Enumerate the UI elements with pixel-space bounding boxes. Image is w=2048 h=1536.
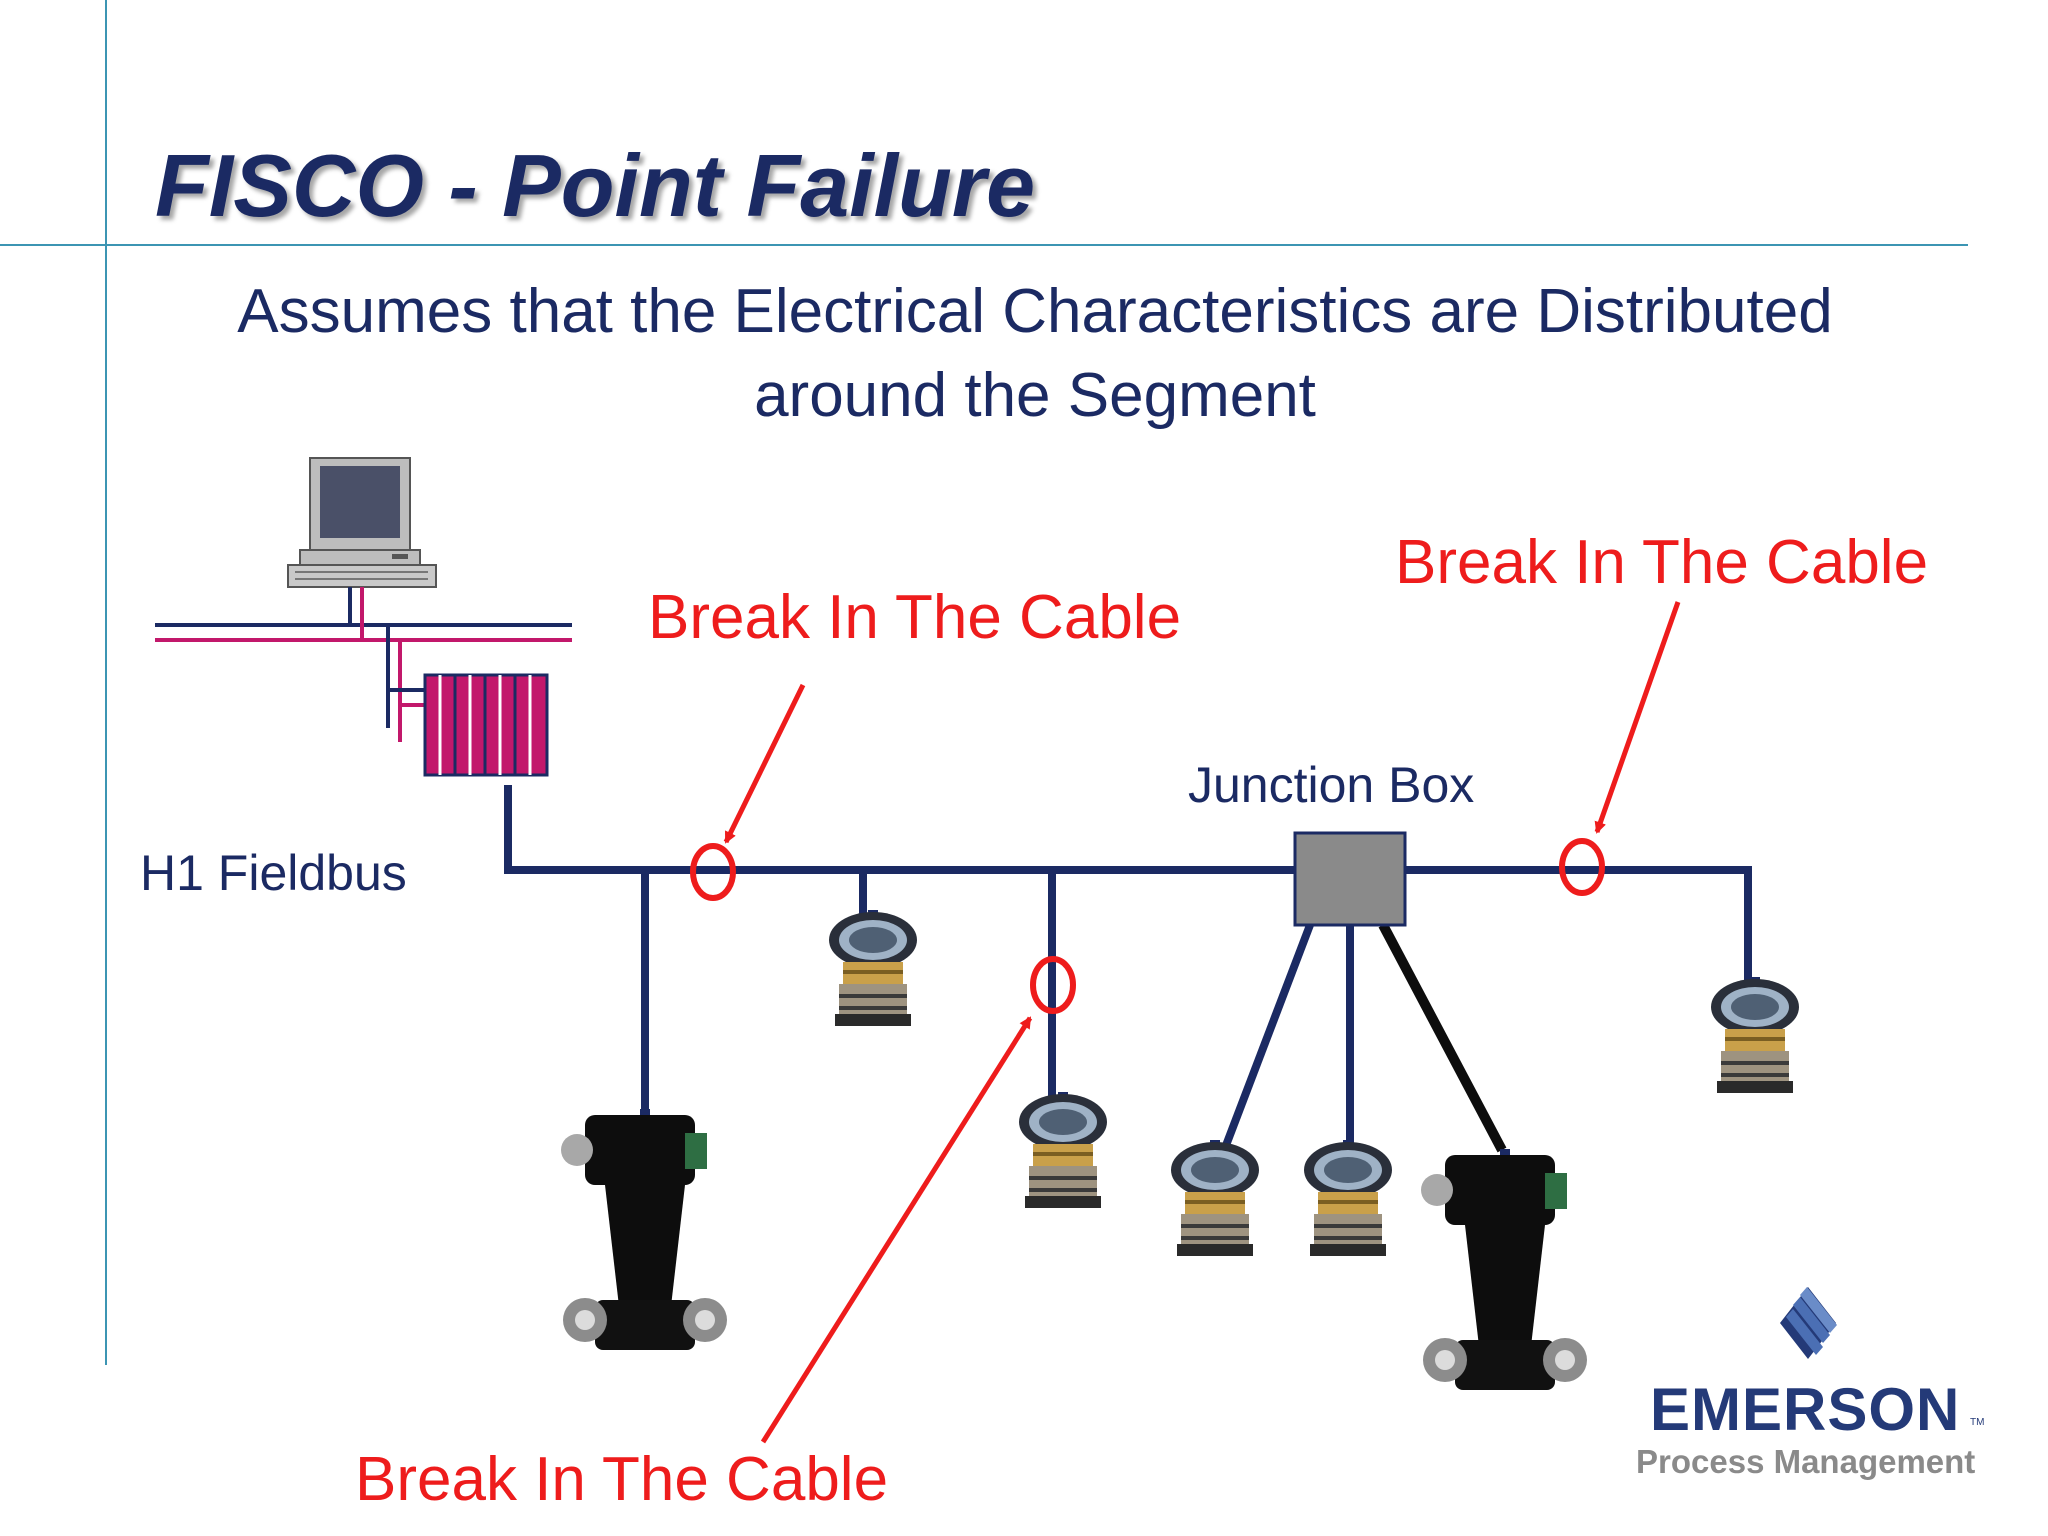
transmitter-5	[1711, 977, 1799, 1093]
emerson-logo: EMERSON TM Process Management	[1630, 1285, 1990, 1485]
control-highway	[155, 587, 572, 742]
junction-box-label: Junction Box	[1188, 757, 1474, 813]
emerson-logo-trademark: TM	[1970, 1417, 1985, 1428]
break-label-1: Break In The Cable	[648, 583, 1181, 652]
computer-icon	[287, 457, 437, 588]
break-arrow-1	[723, 683, 806, 844]
guide-line-vertical	[105, 0, 107, 1365]
control-valve-1	[561, 1109, 727, 1350]
subtitle-line-2: around the Segment	[754, 361, 1316, 430]
subtitle-line-1: Assumes that the Electrical Characterist…	[237, 277, 1833, 346]
fieldbus-trunk	[504, 785, 1752, 1150]
slide-title: FISCO - Point Failure	[155, 136, 1036, 235]
guide-line-horizontal	[0, 244, 1968, 246]
transmitter-3	[1171, 1140, 1259, 1256]
emerson-logo-division: Process Management	[1636, 1443, 1976, 1480]
break-marker-2	[1030, 956, 1076, 1014]
controller-rack	[423, 673, 549, 777]
break-marker-1	[690, 843, 736, 901]
spur-cable-black	[1378, 922, 1507, 1153]
break-marker-3	[1559, 838, 1605, 896]
transmitter-1	[829, 910, 917, 1026]
transmitter-4	[1304, 1140, 1392, 1256]
junction-box	[1293, 831, 1407, 927]
control-valve-2	[1421, 1149, 1587, 1390]
emerson-logo-mark	[1780, 1287, 1837, 1359]
break-arrow-2	[760, 1016, 1033, 1444]
break-arrow-3	[1594, 601, 1681, 834]
transmitter-2	[1019, 1092, 1107, 1208]
break-label-2: Break In The Cable	[355, 1445, 888, 1514]
emerson-logo-name: EMERSON	[1650, 1376, 1961, 1443]
slide-subtitle: Assumes that the Electrical Characterist…	[100, 270, 1970, 438]
fieldbus-label: H1 Fieldbus	[140, 845, 407, 901]
break-label-3: Break In The Cable	[1395, 528, 1928, 597]
